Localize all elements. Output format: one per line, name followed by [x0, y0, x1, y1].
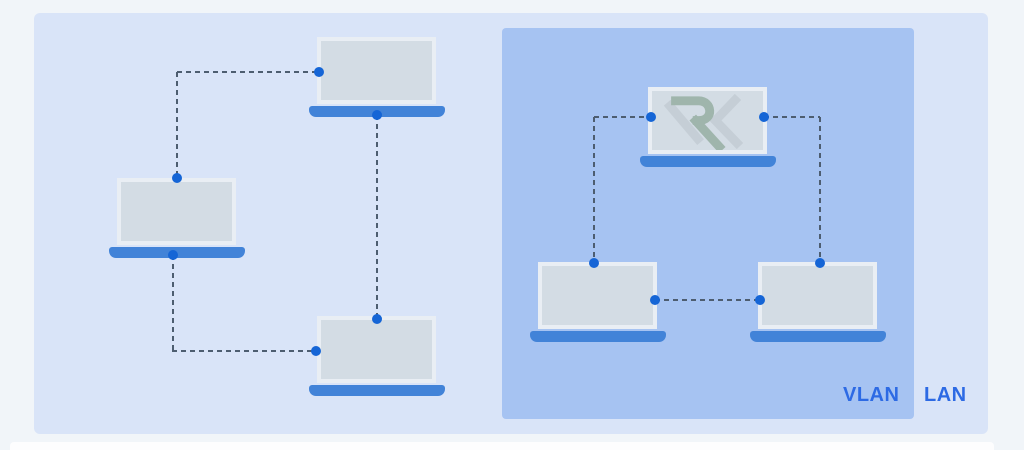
- laptop-base: [640, 156, 776, 167]
- connector-line: [172, 255, 174, 351]
- connection-node-dot: [815, 258, 825, 268]
- laptop-screen: [117, 178, 236, 245]
- connection-node-dot: [759, 112, 769, 122]
- connector-line: [376, 115, 378, 319]
- laptop-icon-lan-bottom: [309, 316, 445, 398]
- laptop-icon-vlan-left: [530, 262, 666, 344]
- rk-logo-icon: [663, 93, 744, 150]
- laptop-screen: [648, 87, 767, 154]
- connector-line: [593, 117, 595, 263]
- laptop-base: [750, 331, 886, 342]
- connector-line: [655, 299, 760, 301]
- next-section-edge: [10, 442, 994, 450]
- vlan-label: VLAN: [843, 384, 900, 406]
- laptop-icon-vlan-top: [640, 87, 776, 169]
- connection-node-dot: [311, 346, 321, 356]
- laptop-icon-vlan-right: [750, 262, 886, 344]
- lan-label: LAN: [924, 384, 967, 406]
- connection-node-dot: [646, 112, 656, 122]
- laptop-screen: [758, 262, 877, 329]
- connection-node-dot: [168, 250, 178, 260]
- connector-line: [177, 71, 319, 73]
- laptop-base: [530, 331, 666, 342]
- connector-line: [764, 116, 820, 118]
- connection-node-dot: [314, 67, 324, 77]
- connector-line: [176, 72, 178, 178]
- connection-node-dot: [650, 295, 660, 305]
- connection-node-dot: [372, 314, 382, 324]
- laptop-screen: [317, 37, 436, 104]
- laptop-icon-lan-top: [309, 37, 445, 119]
- connector-line: [594, 116, 651, 118]
- connection-node-dot: [755, 295, 765, 305]
- connector-line: [819, 117, 821, 263]
- connection-node-dot: [172, 173, 182, 183]
- connection-node-dot: [372, 110, 382, 120]
- laptop-screen: [538, 262, 657, 329]
- laptop-screen: [317, 316, 436, 383]
- connector-line: [172, 350, 316, 352]
- laptop-icon-lan-left: [109, 178, 245, 260]
- laptop-base: [309, 385, 445, 396]
- connection-node-dot: [589, 258, 599, 268]
